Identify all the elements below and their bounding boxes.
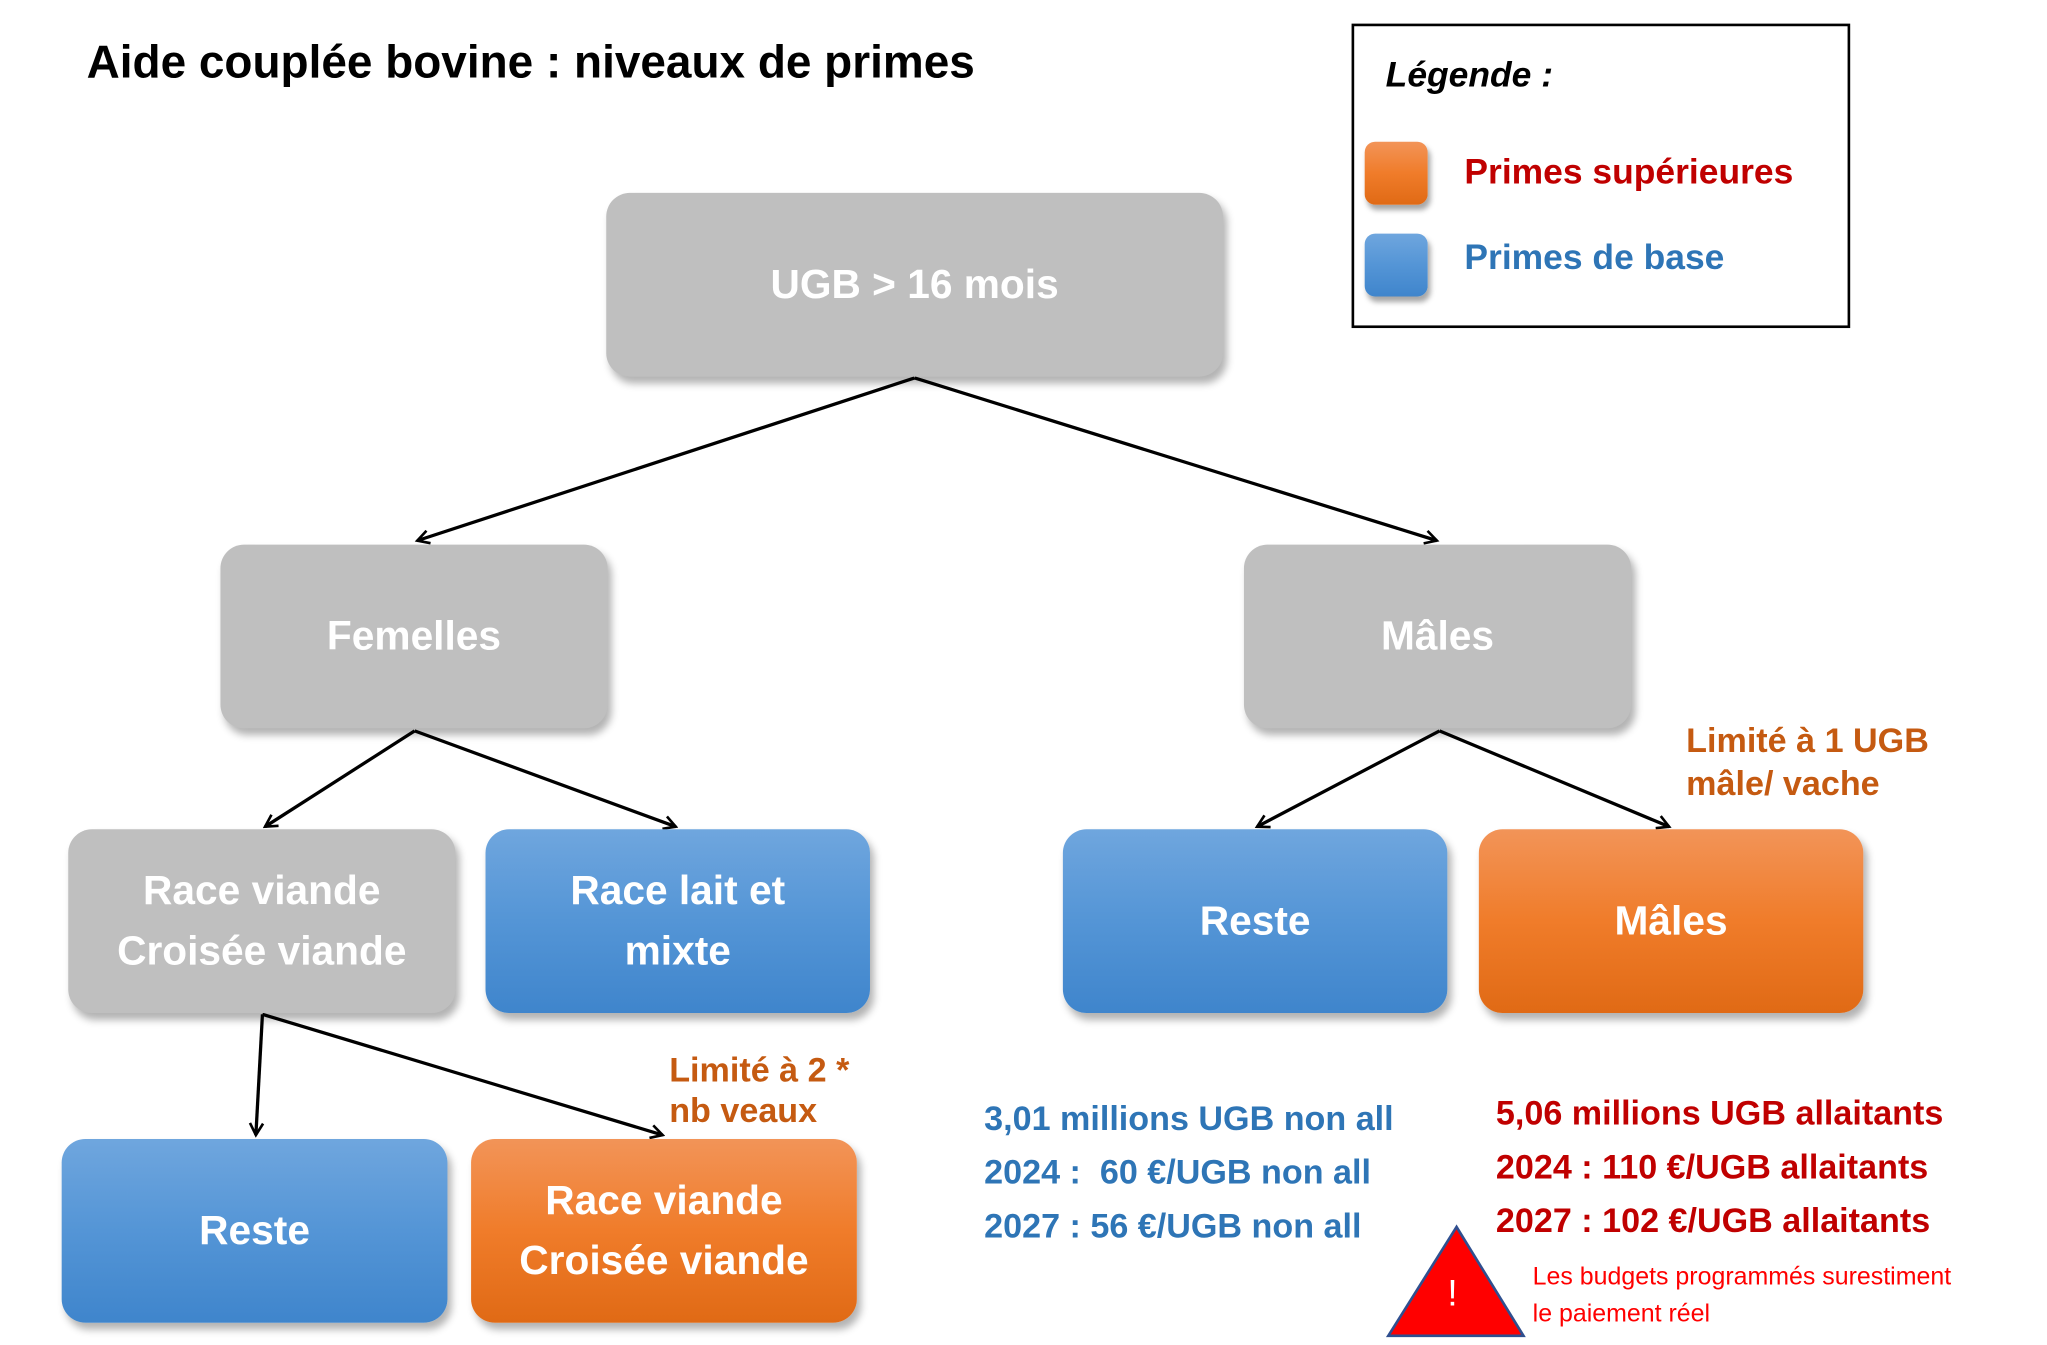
node-femelles: Femelles: [220, 544, 608, 729]
note-males-limit: Limité à 1 UGB mâle/ vache: [1686, 719, 1929, 806]
warning-triangle-icon: [1385, 1224, 1526, 1338]
warning-exclamation: !: [1447, 1272, 1458, 1314]
arrow-males-reste: [1257, 729, 1441, 827]
arrow-viande-prime: [261, 1012, 662, 1135]
stats-non-allaitants: 3,01 millions UGB non all 2024 : 60 €/UG…: [984, 1092, 1394, 1253]
legend-swatch-orange: [1364, 141, 1428, 205]
node-race-viande-line1: Race viande: [143, 867, 381, 914]
warning-text-line2: le paiement réel: [1532, 1300, 1711, 1328]
note-males-limit-line1: Limité à 1 UGB: [1686, 720, 1929, 760]
node-race-viande-line2: Croisée viande: [117, 927, 407, 974]
warning-text-line1: Les budgets programmés surestiment: [1532, 1263, 1952, 1292]
note-femelles-limit: Limité à 2 * nb veaux: [669, 1050, 849, 1131]
arrow-femelles-lait: [414, 729, 676, 827]
node-race-lait: Race lait et mixte: [485, 829, 870, 1014]
arrow-viande-reste: [256, 1014, 263, 1135]
node-race-viande-prime-line1: Race viande: [545, 1177, 783, 1223]
node-males-reste: Reste: [1062, 829, 1448, 1014]
node-race-viande-prime-line2: Croisée viande: [519, 1237, 809, 1284]
legend-label-superieures: Primes supérieures: [1464, 152, 1794, 192]
node-femelles-reste: Reste: [61, 1138, 448, 1323]
legend-title: Légende :: [1385, 55, 1554, 95]
node-males-prime: Mâles: [1478, 829, 1864, 1014]
arrow-femelles-viande: [265, 729, 416, 827]
stat-line: 5,06 millions UGB allaitants: [1495, 1093, 1944, 1133]
legend-swatch-blue: [1364, 233, 1428, 297]
arrow-males-prime: [1438, 729, 1669, 827]
stat-line: 2024 : 60 €/UGB non all: [984, 1152, 1371, 1192]
stat-line: 3,01 millions UGB non all: [984, 1098, 1394, 1138]
note-males-limit-line2: mâle/ vache: [1686, 763, 1880, 804]
stat-line: 2027 : 102 €/UGB allaitants: [1495, 1200, 1931, 1241]
legend-label-base: Primes de base: [1464, 237, 1725, 277]
warning-text: Les budgets programmés surestiment le pa…: [1533, 1260, 1952, 1333]
stats-allaitants: 5,06 millions UGB allaitants 2024 : 110 …: [1496, 1087, 1943, 1248]
note-femelles-limit-line1: Limité à 2 *: [669, 1049, 850, 1090]
stat-line: 2027 : 56 €/UGB non all: [984, 1205, 1362, 1246]
node-males: Mâles: [1243, 544, 1632, 729]
legend: Légende : Primes supérieures Primes de b…: [1351, 23, 1851, 329]
stat-line: 2024 : 110 €/UGB allaitants: [1495, 1146, 1929, 1187]
node-race-lait-line2: mixte: [624, 927, 731, 974]
arrow-root-males: [914, 376, 1437, 541]
node-ugb-root: UGB > 16 mois: [606, 192, 1223, 377]
node-race-lait-line1: Race lait et: [570, 867, 786, 914]
note-femelles-limit-line2: nb veaux: [669, 1090, 818, 1130]
arrow-root-femelles: [417, 376, 916, 541]
page-title: Aide couplée bovine : niveaux de primes: [86, 36, 975, 88]
